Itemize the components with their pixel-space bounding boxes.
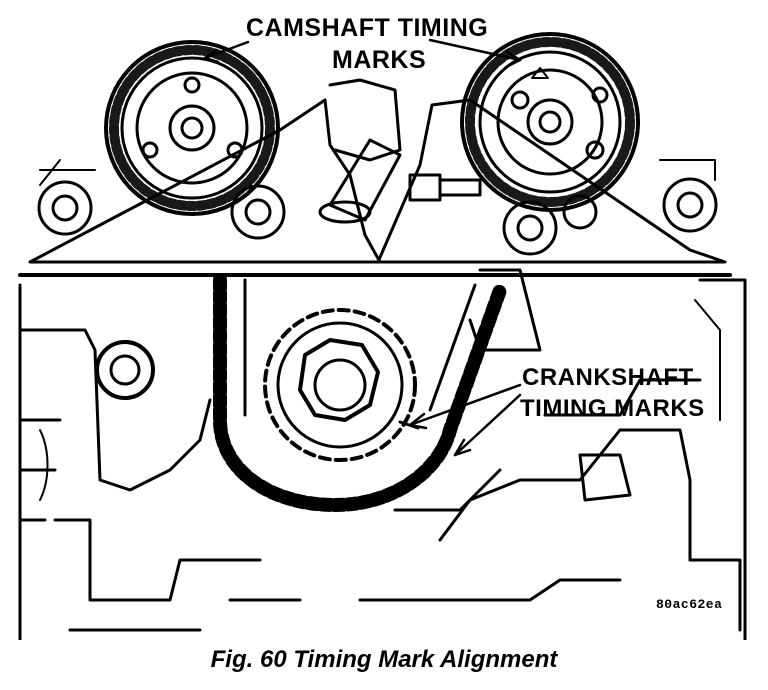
figure-caption: Fig. 60 Timing Mark Alignment (210, 646, 558, 673)
crankshaft-timing-marks-label: TIMING MARKS (520, 395, 705, 422)
left-cam-chain (109, 45, 275, 211)
crankshaft-label: CRANKSHAFT (522, 364, 694, 391)
crankshaft-chain (213, 273, 507, 512)
engine-timing-diagram (18, 32, 747, 640)
crankshaft-sprocket (263, 308, 420, 462)
left-camshaft-sprocket (104, 40, 280, 216)
figure-code: 80ac62ea (656, 597, 723, 612)
right-camshaft-sprocket (460, 32, 640, 212)
crankshaft-arrows (408, 383, 522, 457)
camshaft-timing-label: CAMSHAFT TIMING (246, 14, 489, 42)
camshaft-marks-label: MARKS (332, 46, 427, 74)
engine-block (18, 268, 747, 640)
camshaft-arrows (203, 38, 522, 68)
idler-pulleys (37, 159, 718, 256)
chain-tensioner (318, 138, 402, 224)
cylinder-head-plates (18, 78, 732, 277)
right-cam-chain (465, 37, 635, 207)
